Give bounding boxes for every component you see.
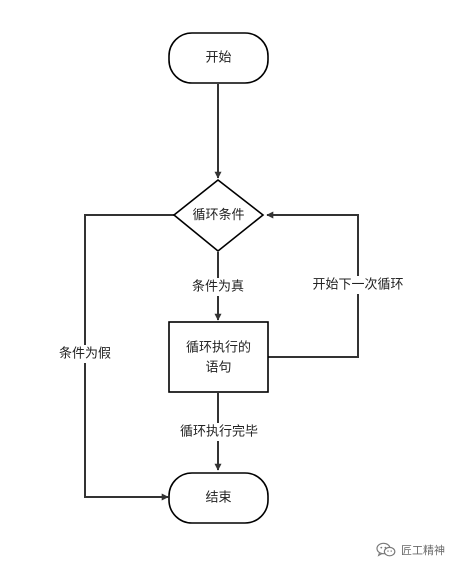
edge-label-false: 条件为假 — [59, 346, 111, 362]
done-label-bg — [178, 423, 260, 441]
edge-label-true: 条件为真 — [192, 279, 244, 295]
edge-label-done: 循环执行完毕 — [180, 425, 258, 440]
start-node: 开始 — [168, 32, 269, 84]
edge-label-loop: 开始下一次循环 — [312, 277, 403, 293]
watermark-text: 匠工精神 — [401, 544, 445, 557]
condition-node-label: 循环条件 — [192, 207, 244, 223]
wechat-icon — [376, 542, 396, 558]
body-node-label-line2: 语句 — [205, 361, 231, 376]
body-node-label-line1: 循环执行的 — [186, 340, 251, 356]
true-label-bg — [190, 278, 246, 296]
loop-label-bg — [310, 276, 406, 294]
end-node: 结束 — [168, 472, 269, 524]
watermark: 匠工精神 — [376, 541, 445, 559]
false-label-bg — [57, 345, 113, 363]
end-node-label: 结束 — [205, 491, 231, 506]
body-node: 循环执行的 语句 — [168, 321, 269, 393]
start-node-label: 开始 — [205, 51, 231, 66]
condition-node: 循环条件 — [172, 178, 265, 253]
